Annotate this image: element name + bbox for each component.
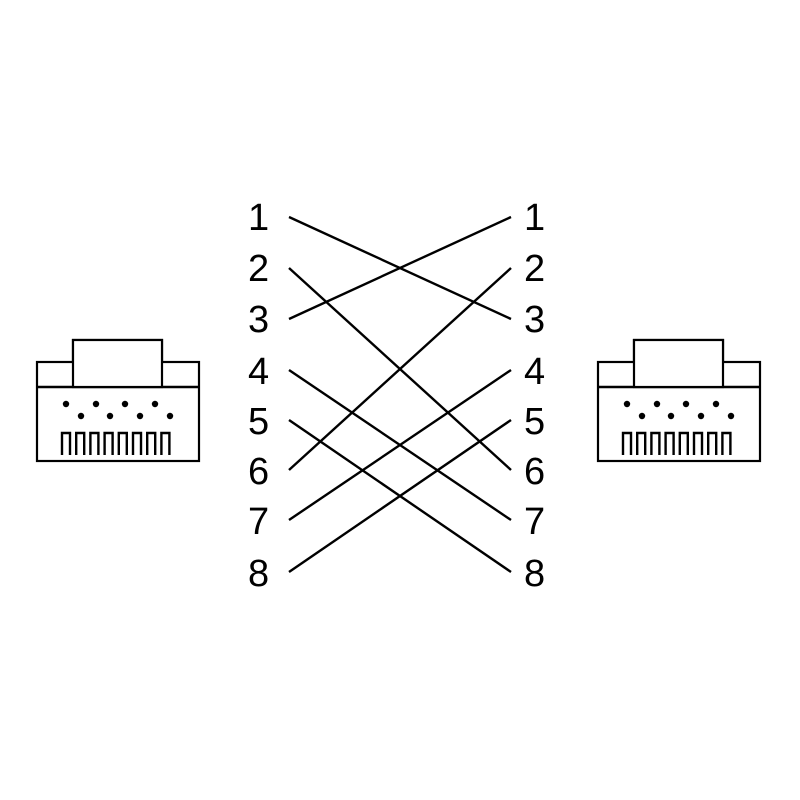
left-pin-label: 5 [248, 401, 269, 443]
right-pin-label: 7 [524, 501, 545, 543]
contact-pin [160, 431, 171, 455]
contact-pin [721, 431, 732, 455]
left-plug-contact-pins [60, 431, 171, 455]
right-pin-label: 8 [524, 553, 545, 595]
wire-7-to-4 [288, 369, 512, 521]
wire-8-to-5 [288, 419, 512, 573]
contact-pin [621, 431, 633, 455]
contact-pin [707, 431, 718, 455]
left-pin-label: 3 [248, 299, 269, 341]
right-pin-label: 6 [524, 451, 545, 493]
right-pin-label: 2 [524, 248, 545, 290]
contact-pin [650, 431, 661, 455]
contact-pin [60, 431, 72, 455]
contact-pin [692, 431, 704, 455]
contact-pin [103, 431, 114, 455]
left-pin-label: 2 [248, 248, 269, 290]
right-pin-label: 3 [524, 299, 545, 341]
contact-pin [636, 431, 647, 455]
right-plug-contact-dots [623, 400, 735, 420]
wire-3-to-1 [288, 215, 512, 321]
contact-pin [664, 431, 675, 455]
left-pin-labels: 1 2 3 4 5 6 7 8 [248, 197, 269, 595]
contact-pin [117, 431, 128, 455]
left-pin-label: 8 [248, 553, 269, 595]
contact-pin [89, 431, 100, 455]
left-pin-label: 4 [248, 351, 269, 393]
contact-pin [75, 431, 86, 455]
left-pin-label: 6 [248, 451, 269, 493]
left-plug-contact-dots [62, 400, 174, 420]
right-pin-label: 4 [524, 351, 545, 393]
right-rj45-plug-icon [596, 338, 762, 463]
right-plug-contact-pins [621, 431, 732, 455]
left-pin-label: 1 [248, 197, 269, 239]
contact-pin [146, 431, 157, 455]
contact-pin [131, 431, 143, 455]
right-pin-labels: 1 2 3 4 5 6 7 8 [524, 197, 545, 595]
contact-pin [678, 431, 689, 455]
crossover-wires [288, 215, 512, 573]
right-pin-label: 5 [524, 401, 545, 443]
left-pin-label: 7 [248, 501, 269, 543]
wire-6-to-2 [288, 267, 512, 471]
right-pin-label: 1 [524, 197, 545, 239]
left-rj45-plug-icon [35, 338, 201, 463]
